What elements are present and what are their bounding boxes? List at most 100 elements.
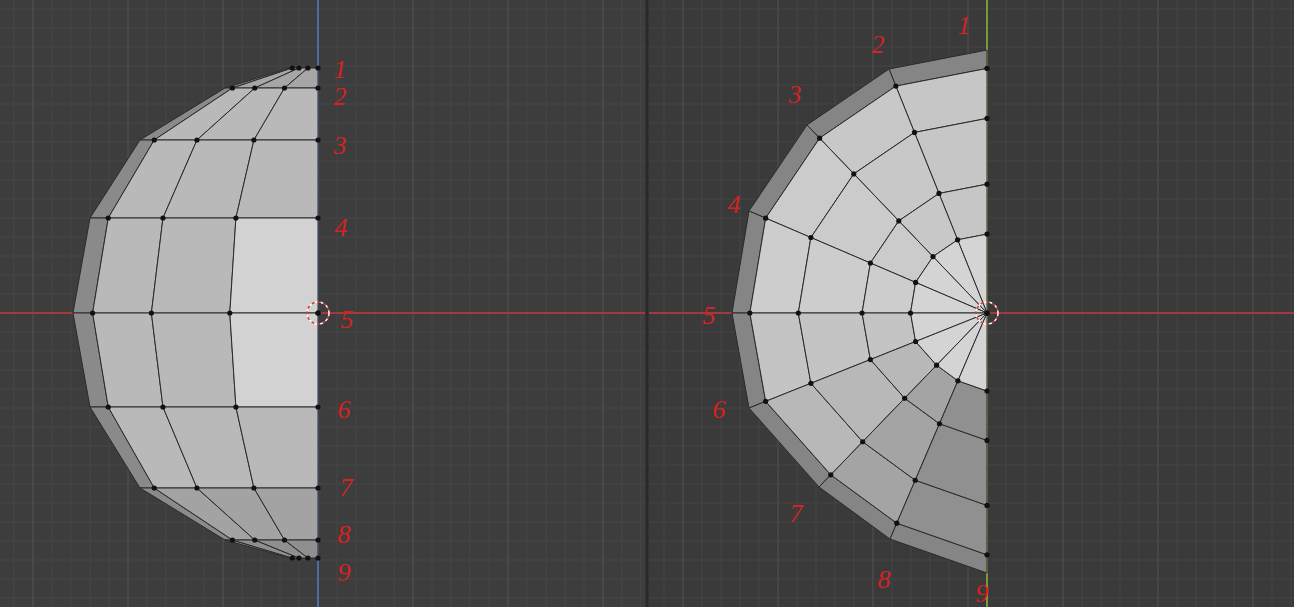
mesh-vertex <box>296 65 301 70</box>
mesh-vertex <box>893 83 898 88</box>
grid-line <box>0 598 645 599</box>
mesh-vertex <box>747 310 752 315</box>
callout-number: 4 <box>728 192 741 218</box>
mesh-vertex <box>851 171 856 176</box>
mesh-vertex <box>913 339 918 344</box>
mesh-face <box>151 313 236 407</box>
callout-number: 3 <box>789 82 802 108</box>
grid-line <box>71 0 72 607</box>
grid-line <box>1044 0 1045 607</box>
origin-marker <box>976 302 998 324</box>
callout-number: 1 <box>958 13 971 39</box>
grid-line <box>1025 0 1026 607</box>
mesh-vertex <box>984 116 989 121</box>
grid-line <box>0 104 645 105</box>
mesh-vertex <box>149 310 154 315</box>
mesh-vertex <box>160 215 165 220</box>
grid-line <box>1063 0 1064 607</box>
mesh-vertex <box>106 404 111 409</box>
viewport-panel <box>0 0 645 607</box>
callout-number: 9 <box>976 581 989 607</box>
mesh-face <box>151 218 236 313</box>
grid-line <box>470 0 471 607</box>
mesh-vertex <box>315 215 320 220</box>
mesh-vertex <box>955 237 960 242</box>
mesh-vertex <box>984 310 989 315</box>
mesh-vertex <box>152 485 157 490</box>
grid-line <box>489 0 490 607</box>
grid-line <box>0 123 645 124</box>
mesh-vertex <box>160 404 165 409</box>
grid-line <box>1253 0 1254 607</box>
panel-divider <box>646 0 649 607</box>
mesh-vertex <box>796 310 801 315</box>
mesh-vertex <box>902 396 907 401</box>
grid-line <box>1101 0 1102 607</box>
mesh-vertex <box>984 310 989 315</box>
grid-line <box>413 0 414 607</box>
grid-line <box>1082 0 1083 607</box>
mesh-vertex <box>984 438 989 443</box>
grid-line <box>1196 0 1197 607</box>
grid-line <box>1158 0 1159 607</box>
mesh-vertex <box>315 485 320 490</box>
grid-line <box>14 0 15 607</box>
mesh-vertex <box>984 552 989 557</box>
mesh-vertex <box>955 378 960 383</box>
mesh-vertex <box>251 485 256 490</box>
callout-number: 7 <box>340 475 353 501</box>
mesh-vertex <box>913 478 918 483</box>
mesh-vertex <box>860 439 865 444</box>
grid-line <box>1120 0 1121 607</box>
mesh-vertex <box>315 555 320 560</box>
mesh-vertex <box>936 191 941 196</box>
grid-line <box>1177 0 1178 607</box>
callout-number: 6 <box>338 397 351 423</box>
mesh-vertex <box>315 137 320 142</box>
mesh-vertex <box>868 260 873 265</box>
mesh-vertex <box>106 215 111 220</box>
mesh-face <box>254 488 318 540</box>
callout-number: 4 <box>335 215 348 241</box>
mesh-vertex <box>868 357 873 362</box>
mesh-face <box>798 238 870 313</box>
callout-number: 9 <box>338 560 351 586</box>
mesh-vertex <box>230 537 235 542</box>
grid-line <box>0 484 645 485</box>
mesh-vertex <box>282 537 287 542</box>
grid-line <box>394 0 395 607</box>
grid-line <box>565 0 566 607</box>
grid-line <box>649 28 1294 29</box>
grid-line <box>649 47 1294 48</box>
mesh-vertex <box>808 235 813 240</box>
grid-line <box>375 0 376 607</box>
callout-number: 1 <box>334 57 347 83</box>
mesh-vertex <box>315 85 320 90</box>
mesh-vertex <box>194 485 199 490</box>
mesh-vertex <box>251 137 256 142</box>
grid-line <box>0 66 645 67</box>
grid-line <box>0 199 645 200</box>
grid-line <box>0 28 645 29</box>
origin-marker <box>307 302 329 324</box>
mesh-vertex <box>315 404 320 409</box>
mesh-vertex <box>763 216 768 221</box>
mesh-face <box>958 313 987 391</box>
grid-line <box>52 0 53 607</box>
mesh-vertex <box>912 130 917 135</box>
grid-line <box>508 0 509 607</box>
mesh-vertex <box>315 537 320 542</box>
grid-line <box>603 0 604 607</box>
grid-line <box>1139 0 1140 607</box>
grid-line <box>0 579 645 580</box>
grid-line <box>683 0 684 607</box>
grid-line <box>641 0 642 607</box>
mesh-vertex <box>227 310 232 315</box>
callout-number: 5 <box>341 307 354 333</box>
grid-line <box>649 598 1294 599</box>
grid-line <box>0 560 645 561</box>
grid-line <box>33 0 34 607</box>
grid-line <box>0 85 645 86</box>
mesh-vertex <box>984 503 989 508</box>
